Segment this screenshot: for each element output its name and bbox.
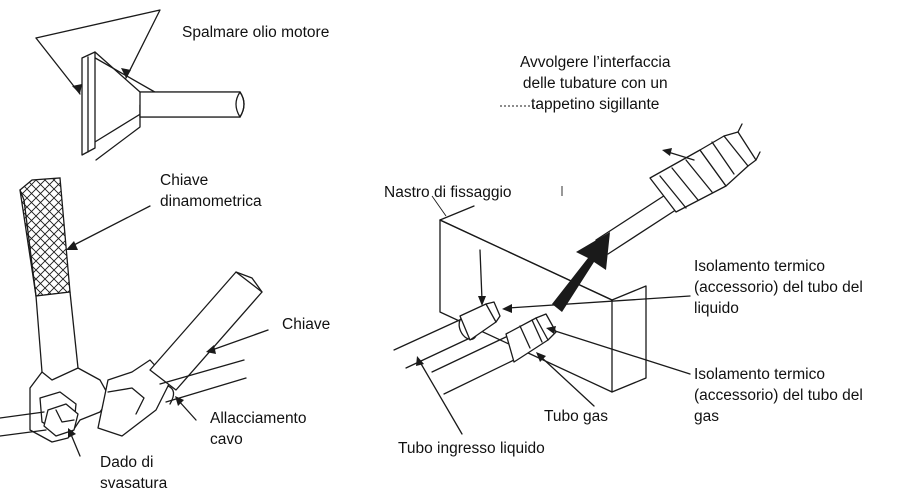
label-cable-connection: Allacciamento cavo [210,410,307,448]
torque-wrench-shaft [35,291,79,381]
wall-box-front [439,219,613,393]
label-gas-pipe: Tubo gas [544,408,609,425]
torque-wrench-grip [19,177,71,297]
label-flare-nut: Dado di svasatura [100,454,168,492]
oil-pointer-lines [35,9,161,79]
flare-fitting-figure [35,9,245,161]
label-wrench: Chiave [282,316,331,333]
label-liquid-inlet-pipe: Tubo ingresso liquido [398,440,545,457]
spanner-head [97,359,171,437]
gas-pipe [431,335,515,395]
wrench-figure [0,177,269,457]
pipe-connection-figure [393,105,761,435]
label-liquid-insulation: Isolamento termico (accessorio) del tubo… [694,258,863,317]
pipe-end [139,91,245,118]
label-engine-oil: Spalmare olio motore [182,24,330,41]
label-fixing-tape: Nastro di fissaggio [384,184,512,201]
label-torque-wrench: Chiave dinamometrica [160,172,262,210]
direction-arrow [552,232,610,312]
label-wrap-interface: Avvolgere l’interfaccia delle tubature c… [520,54,671,113]
label-gas-insulation: Isolamento termico (accessorio) del tubo… [694,366,863,425]
spanner-shaft [149,271,263,391]
